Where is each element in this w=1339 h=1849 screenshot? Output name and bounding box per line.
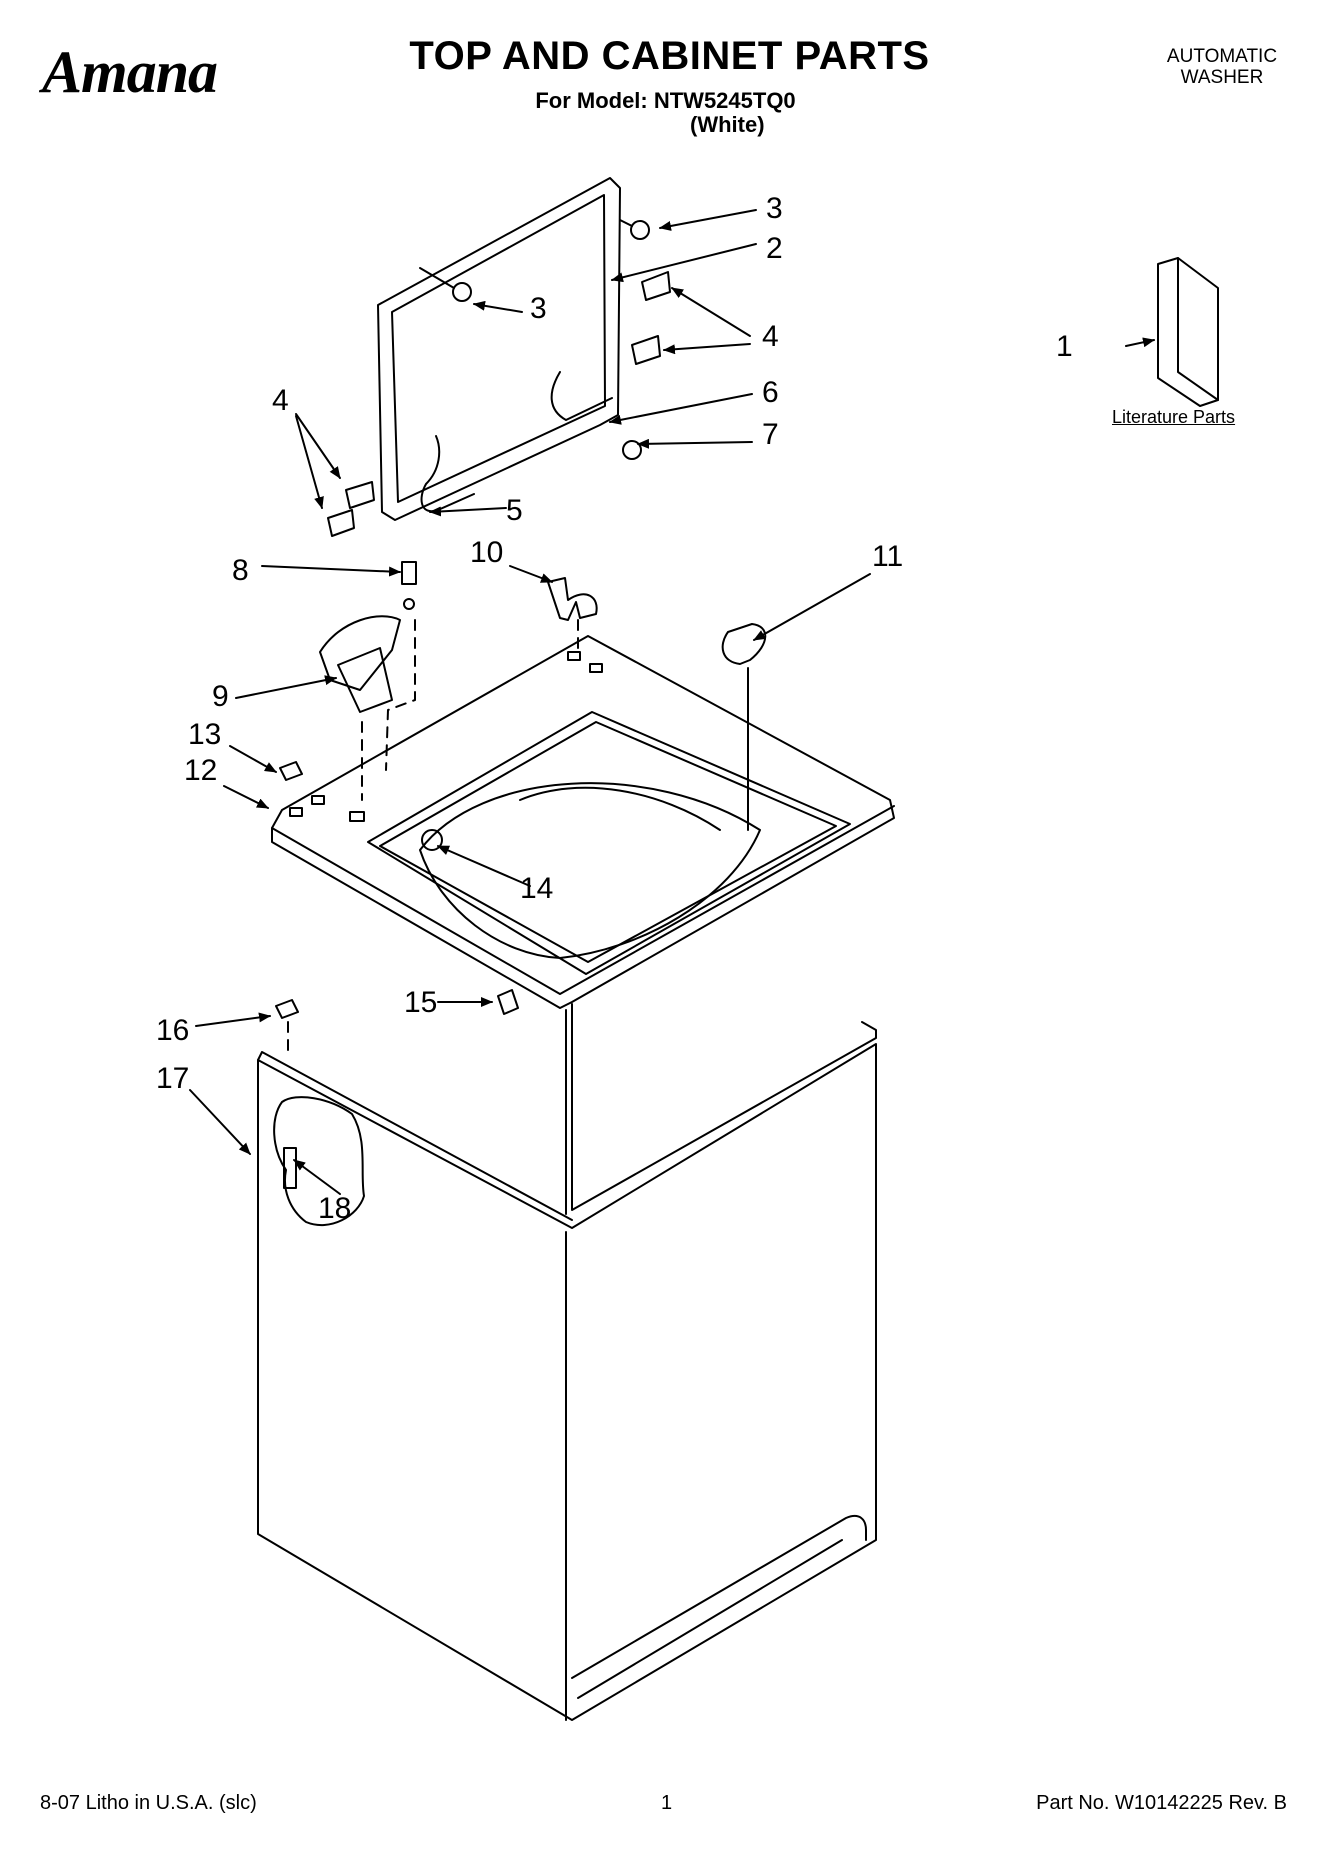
- callout-9: 9: [212, 680, 229, 713]
- lid-bumper-left: [419, 267, 472, 302]
- callout-11: 11: [872, 540, 903, 573]
- callout-3-left: 3: [530, 292, 547, 325]
- callout-10: 10: [470, 536, 503, 569]
- switch-screw: [401, 561, 417, 610]
- callout-4-left: 4: [272, 384, 289, 417]
- hinge-screw-right-2: [631, 335, 661, 365]
- page-number: 1: [661, 1792, 673, 1814]
- callout-1: 1: [1056, 330, 1073, 363]
- top-panel: [271, 635, 895, 1009]
- callout-15: 15: [404, 986, 437, 1019]
- leader-lines: [189, 209, 1155, 1195]
- callout-17: 17: [156, 1062, 189, 1095]
- callout-7: 7: [762, 418, 779, 451]
- callout-14: 14: [520, 872, 553, 905]
- lid-hinge-left: [420, 435, 475, 513]
- callout-labels: 1 2 3 3 4 4 5 6 7 8 9 10 11 12 13 14 15 …: [156, 192, 1073, 1225]
- print-info: 8-07 Litho in U.S.A. (slc): [40, 1792, 257, 1814]
- bleach-dispenser: [721, 623, 767, 665]
- hinge-screw-left-1: [345, 481, 375, 509]
- wire-clip: [547, 577, 598, 621]
- part-number: Part No. W10142225 Rev. B: [1036, 1792, 1287, 1814]
- lid-hinge-right: [550, 371, 613, 421]
- lid-panel: [377, 177, 621, 521]
- top-panel-slots: [289, 651, 603, 822]
- callout-13: 13: [188, 718, 221, 751]
- hinge-screw-left-2: [327, 509, 355, 537]
- callout-18: 18: [318, 1192, 351, 1225]
- lid-bumper-right: [619, 219, 650, 240]
- product-type-line1: AUTOMATIC: [1166, 46, 1278, 67]
- literature-booklet: [1157, 257, 1219, 407]
- callout-2: 2: [766, 232, 783, 265]
- model-color: (White): [690, 112, 765, 137]
- hinge-pin: [622, 440, 642, 460]
- callout-5: 5: [506, 494, 523, 527]
- fill-nozzle: [421, 829, 443, 851]
- retainer-clip-13: [279, 761, 303, 781]
- top-panel-screw: [497, 989, 519, 1015]
- callout-8: 8: [232, 554, 249, 587]
- brand-logo: Amana: [42, 39, 218, 105]
- product-type-line2: WASHER: [1180, 67, 1264, 88]
- lid-switch-guide-line: [385, 619, 416, 771]
- literature-parts-label: Literature Parts: [1112, 407, 1236, 427]
- model-number: For Model: NTW5245TQ0: [535, 88, 796, 113]
- callout-4-right: 4: [762, 320, 779, 353]
- page-title: TOP AND CABINET PARTS: [409, 34, 930, 78]
- cabinet-cutaway: [273, 1096, 365, 1227]
- callout-3-right: 3: [766, 192, 783, 225]
- product-type: AUTOMATIC WASHER: [1112, 46, 1332, 88]
- callout-12: 12: [184, 754, 217, 787]
- lid-switch: [319, 615, 401, 713]
- cabinet: [257, 1003, 877, 1721]
- callout-6: 6: [762, 376, 779, 409]
- retainer-clip-16: [275, 999, 299, 1019]
- callout-16: 16: [156, 1014, 189, 1047]
- hinge-screw-right-1: [641, 271, 671, 301]
